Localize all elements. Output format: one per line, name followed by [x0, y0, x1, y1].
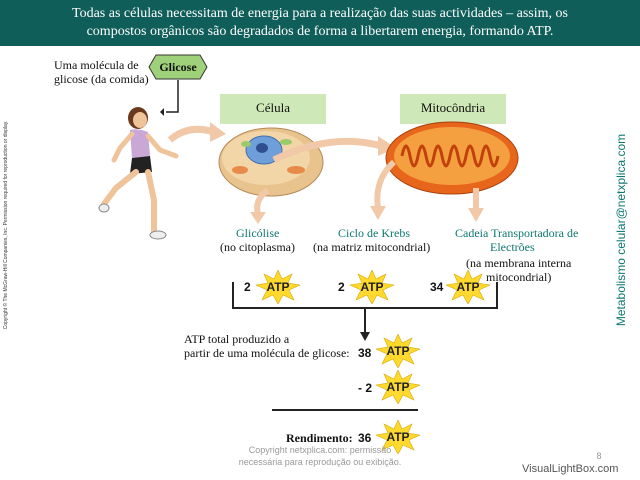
copyright-vertical: Copyright © The McGraw-Hill Companies, I…: [0, 100, 12, 350]
stage-etc-name-2: Electrões: [490, 240, 535, 254]
page-number: 8: [592, 450, 606, 462]
stage-krebs-detail: (na matriz mitocondrial): [313, 240, 430, 254]
watermark: VisualLightBox.com: [522, 463, 618, 475]
bracket-right: [496, 282, 498, 308]
arrow-to-glycolysis: [240, 188, 280, 228]
total-text-line2: partir de uma molécula de glicose:: [184, 346, 350, 360]
bracket-stem: [364, 307, 366, 335]
stage-glycolysis-name: Glicólise: [236, 226, 279, 240]
sum-line: [272, 409, 418, 411]
glucose-intro-line2: glicose (da comida): [54, 72, 149, 86]
atp-star-total: ATP: [376, 334, 420, 368]
stage-krebs-name: Ciclo de Krebs: [338, 226, 410, 240]
stage-etc-atp-count: 34: [430, 280, 443, 294]
mitochondria-illustration: [384, 118, 520, 198]
glucose-label: Glicose: [148, 54, 208, 80]
bracket-arrowhead: [360, 332, 370, 342]
atp-star-glycolysis: ATP: [256, 270, 300, 304]
yield-atp-count: 36: [358, 431, 371, 445]
header-banner: Todas as células necessitam de energia p…: [0, 0, 640, 46]
side-title: Metabolismo celular@netxplica.com: [612, 80, 630, 380]
atp-star-minus: ATP: [376, 370, 420, 404]
yield-label: Rendimento:: [286, 431, 353, 445]
footer-copyright: Copyright netxplica.com: permissão neces…: [222, 444, 418, 468]
stage-etc-detail-1: (na membrana interna: [466, 256, 571, 270]
glucose-hexagon: Glicose: [148, 54, 208, 80]
stage-glycolysis-atp-count: 2: [244, 280, 251, 294]
glucose-intro-line1: Uma molécula de: [54, 58, 139, 72]
total-atp-count: 38: [358, 346, 371, 360]
arrow-to-krebs: [360, 160, 400, 224]
header-line-1: Todas as células necessitam de energia p…: [0, 5, 640, 23]
total-text-line1: ATP total produzido a: [184, 332, 289, 346]
stage-krebs-atp-count: 2: [338, 280, 345, 294]
atp-star-etc: ATP: [446, 270, 490, 304]
atp-star-krebs: ATP: [350, 270, 394, 304]
bracket-left: [232, 282, 234, 308]
stage-glycolysis-detail: (no citoplasma): [220, 240, 295, 254]
arrow-to-etc: [456, 186, 496, 226]
stage-etc-name-1: Cadeia Transportadora de: [455, 226, 578, 240]
footer-line-1: Copyright netxplica.com: permissão: [222, 444, 418, 456]
minus-atp-count: - 2: [358, 381, 372, 395]
footer-line-2: necessária para reprodução ou exibição.: [222, 456, 418, 468]
header-line-2: compostos orgânicos são degradados de fo…: [0, 23, 640, 41]
